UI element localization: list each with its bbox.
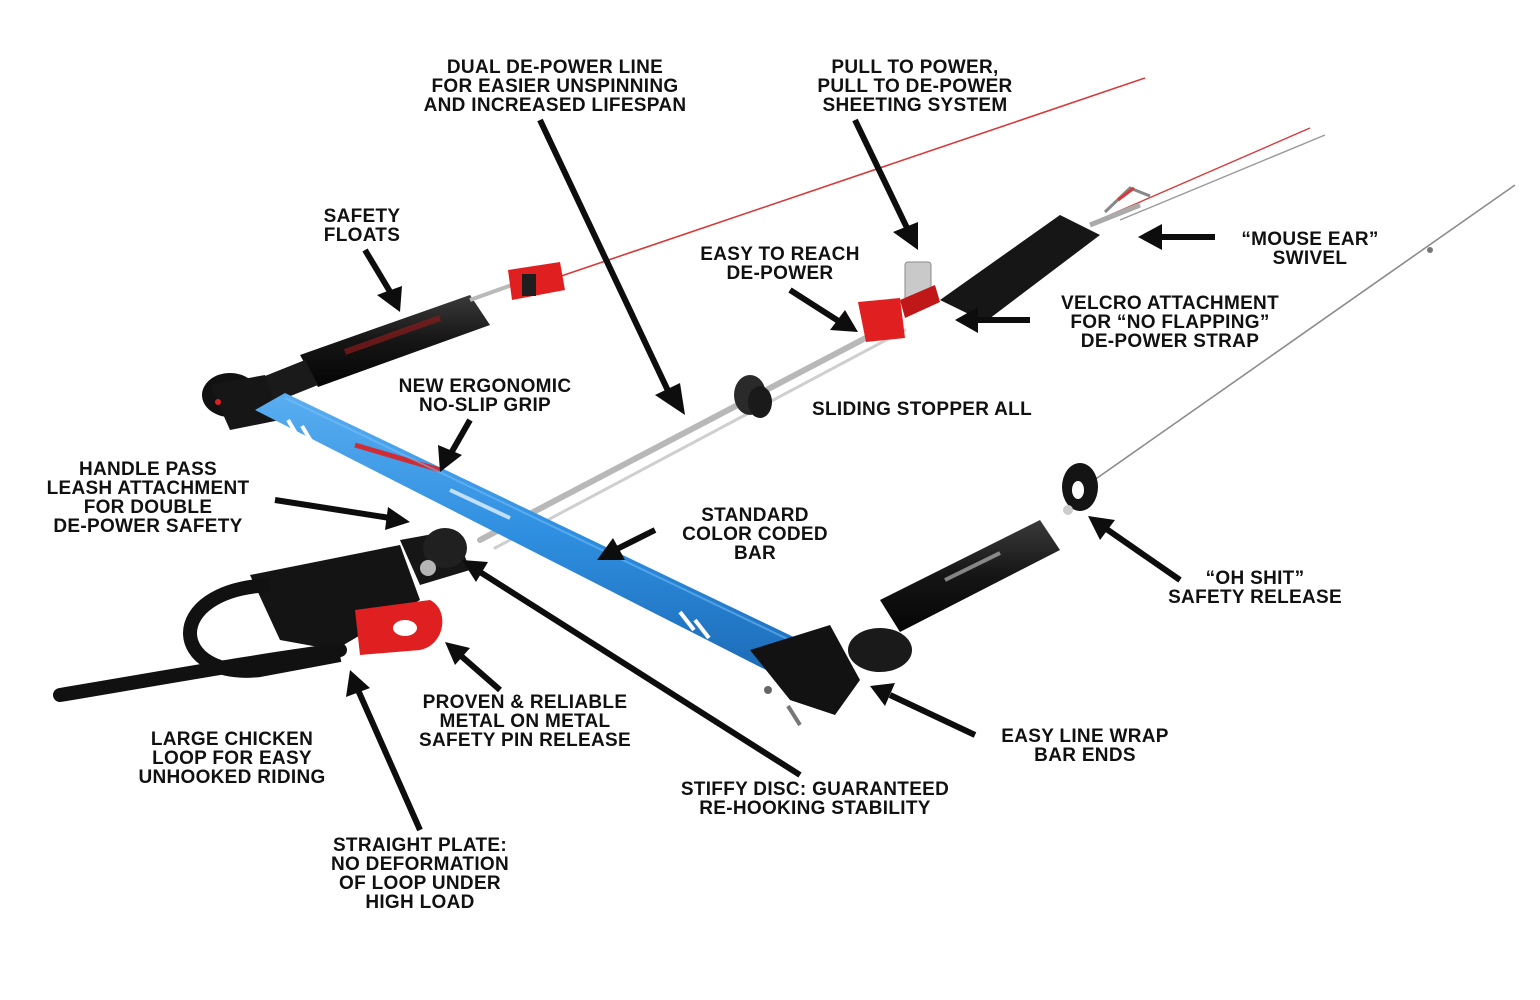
arrow-pull-to-power xyxy=(852,118,918,250)
bar-end-right xyxy=(750,625,912,727)
line-knot xyxy=(1427,247,1433,253)
callout-text: DUAL DE-POWER LINE xyxy=(446,57,664,78)
chicken-loop-assembly xyxy=(53,528,470,702)
right-float xyxy=(880,463,1098,632)
sliding-stopper xyxy=(734,375,772,418)
callout-text: OF LOOP UNDER xyxy=(339,873,501,894)
callout-straight-plate: STRAIGHT PLATE: NO DEFORMATION OF LOOP U… xyxy=(331,836,509,912)
arrow-straight-plate xyxy=(346,670,423,832)
callout-text: HANDLE PASS xyxy=(78,459,218,480)
callout-text: DE-POWER xyxy=(726,263,834,284)
callout-color-coded: STANDARD COLOR CODED BAR xyxy=(682,506,828,563)
callout-text: AND INCREASED LIFESPAN xyxy=(423,95,687,116)
callout-sliding-stopper: SLIDING STOPPER ALL xyxy=(812,400,1032,419)
callout-text: HIGH LOAD xyxy=(365,892,475,913)
arrow-velcro xyxy=(955,307,1030,333)
callout-text: SAFETY RELEASE xyxy=(1168,587,1342,608)
callout-text: SWIVEL xyxy=(1272,248,1348,269)
callout-text: SAFETY PIN RELEASE xyxy=(419,730,631,751)
arrow-safety-floats xyxy=(362,248,402,312)
arrow-mouse-ear xyxy=(1138,224,1215,250)
arrow-line-wrap xyxy=(870,683,977,738)
callout-text: FOR DOUBLE xyxy=(83,497,213,518)
callout-text: “MOUSE EAR” xyxy=(1241,229,1379,250)
callout-text: STIFFY DISC: GUARANTEED xyxy=(680,779,950,800)
bar-end-left xyxy=(202,373,280,430)
callout-text: NEW ERGONOMIC xyxy=(398,376,572,397)
callout-velcro: VELCRO ATTACHMENT FOR “NO FLAPPING” DE-P… xyxy=(1061,294,1279,351)
front-line-gray xyxy=(1119,134,1326,221)
arrow-handle-pass xyxy=(274,497,410,530)
callout-text: UNHOOKED RIDING xyxy=(138,767,326,788)
callout-text: SLIDING STOPPER ALL xyxy=(812,399,1032,420)
arrow-dual-depower xyxy=(537,118,685,415)
arrow-oh-shit xyxy=(1088,516,1182,583)
callout-text: SAFETY xyxy=(323,206,401,227)
depower-line xyxy=(477,317,907,550)
callout-oh-shit: “OH SHIT” SAFETY RELEASE xyxy=(1168,569,1342,607)
callout-ergonomic-grip: NEW ERGONOMIC NO-SLIP GRIP xyxy=(399,377,572,415)
control-bar xyxy=(255,393,801,672)
callout-arrows xyxy=(274,118,1215,832)
callout-chicken-loop: LARGE CHICKEN LOOP FOR EASY UNHOOKED RID… xyxy=(138,730,325,787)
callout-dual-depower-line: DUAL DE-POWER LINE FOR EASIER UNSPINNING… xyxy=(424,58,687,115)
callout-text: PROVEN & RELIABLE xyxy=(422,692,628,713)
arrow-stiffy-disc xyxy=(462,560,802,778)
callout-text: STANDARD xyxy=(701,505,809,526)
callout-handle-pass: HANDLE PASS LEASH ATTACHMENT FOR DOUBLE … xyxy=(47,460,250,536)
arrow-color-coded xyxy=(597,527,657,560)
callout-text: DE-POWER SAFETY xyxy=(53,516,243,537)
callout-text: BAR ENDS xyxy=(1034,745,1136,766)
callout-safety-pin: PROVEN & RELIABLE METAL ON METAL SAFETY … xyxy=(419,693,631,750)
callout-text: NO DEFORMATION xyxy=(330,854,510,875)
back-line-right xyxy=(1079,184,1516,491)
callout-stiffy-disc: STIFFY DISC: GUARANTEED RE-HOOKING STABI… xyxy=(681,780,949,818)
callout-text: STRAIGHT PLATE: xyxy=(332,835,508,856)
callout-easy-to-reach: EASY TO REACH DE-POWER xyxy=(700,245,859,283)
callout-text: PULL TO DE-POWER xyxy=(817,76,1013,97)
callout-safety-floats: SAFETY FLOATS xyxy=(324,207,401,245)
front-line-red xyxy=(519,77,1146,291)
arrow-safety-pin xyxy=(445,642,502,693)
callout-text: LEASH ATTACHMENT xyxy=(46,478,250,499)
callout-text: FLOATS xyxy=(323,225,401,246)
callout-pull-to-power: PULL TO POWER, PULL TO DE-POWER SHEETING… xyxy=(817,58,1012,115)
depower-handle xyxy=(858,285,940,342)
callout-text: RE-HOOKING STABILITY xyxy=(699,798,931,819)
callout-text: SHEETING SYSTEM xyxy=(822,95,1008,116)
arrow-ergonomic xyxy=(438,418,473,472)
callout-line-wrap: EASY LINE WRAP BAR ENDS xyxy=(1001,727,1168,765)
callout-text: VELCRO ATTACHMENT xyxy=(1061,293,1279,314)
callout-text: LOOP FOR EASY xyxy=(152,748,312,769)
callout-text: EASY LINE WRAP xyxy=(1001,726,1169,747)
front-line-red-2 xyxy=(1109,127,1311,216)
callout-text: NO-SLIP GRIP xyxy=(418,395,552,416)
callout-text: FOR “NO FLAPPING” xyxy=(1070,312,1270,333)
arrow-easy-reach xyxy=(788,287,858,332)
flying-lines xyxy=(519,77,1516,491)
callout-mouse-ear: “MOUSE EAR” SWIVEL xyxy=(1241,230,1378,268)
callout-text: LARGE CHICKEN xyxy=(150,729,314,750)
callout-text: EASY TO REACH xyxy=(700,244,860,265)
callout-text: “OH SHIT” xyxy=(1205,568,1305,589)
callout-text: BAR xyxy=(733,543,777,564)
callout-text: COLOR CODED xyxy=(682,524,828,545)
left-float xyxy=(255,262,565,405)
callout-text: METAL ON METAL xyxy=(439,711,611,732)
callout-text: PULL TO POWER, xyxy=(831,57,999,78)
callout-text: FOR EASIER UNSPINNING xyxy=(431,76,679,97)
callout-text: DE-POWER STRAP xyxy=(1080,331,1260,352)
